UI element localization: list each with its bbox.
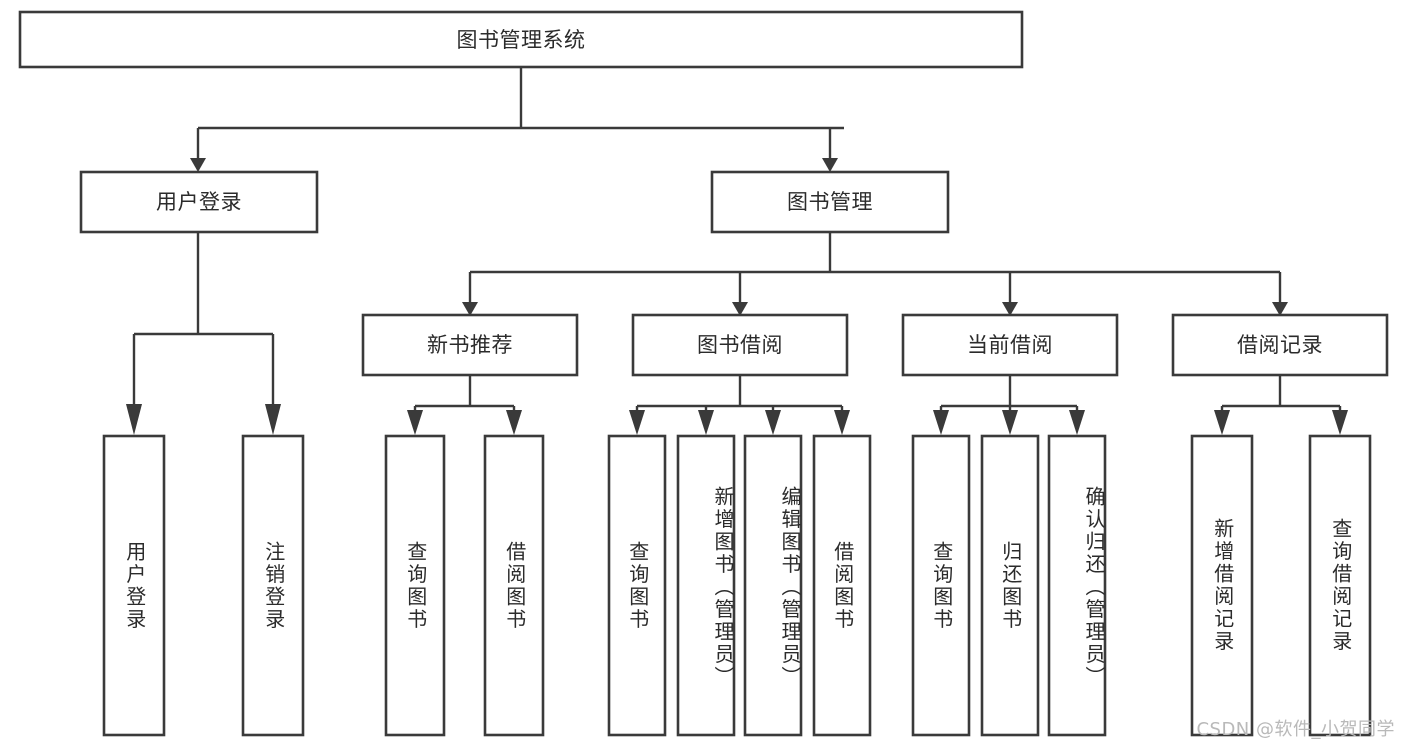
node-book-borrow-label: 图书借阅 <box>697 333 783 357</box>
leaf-box-query-book-2[interactable] <box>607 434 667 737</box>
node-new-book-recommend[interactable]: 新书推荐 <box>361 313 579 377</box>
connector-bookborrow-to-leaves <box>629 375 850 435</box>
node-user-login[interactable]: 用户登录 <box>79 170 319 234</box>
node-current-borrow-label: 当前借阅 <box>967 333 1053 357</box>
node-book-management-label: 图书管理 <box>787 190 873 214</box>
leaf-box-user-login[interactable] <box>102 434 166 737</box>
leaf-box-borrow-book-2[interactable] <box>812 434 872 737</box>
connector-userlogin-to-leaves <box>126 232 281 435</box>
leaf-box-query-book-3[interactable] <box>911 434 971 737</box>
node-book-management[interactable]: 图书管理 <box>710 170 950 234</box>
leaf-box-return-book[interactable] <box>980 434 1040 737</box>
leaf-box-edit-book[interactable] <box>743 434 803 737</box>
connector-borrowrecord-to-leaves <box>1214 375 1348 435</box>
connector-root-to-level2 <box>190 67 844 172</box>
node-root-label: 图书管理系统 <box>457 28 586 52</box>
node-book-borrow[interactable]: 图书借阅 <box>631 313 849 377</box>
node-new-book-recommend-label: 新书推荐 <box>427 333 513 357</box>
node-borrow-record-label: 借阅记录 <box>1237 333 1323 357</box>
leaf-box-query-record[interactable] <box>1308 434 1372 737</box>
leaf-box-add-record[interactable] <box>1190 434 1254 737</box>
leaf-box-confirm-return[interactable] <box>1047 434 1107 737</box>
leaf-box-logout-login[interactable] <box>241 434 305 737</box>
node-root[interactable]: 图书管理系统 <box>18 10 1024 69</box>
node-user-login-label: 用户登录 <box>156 190 242 214</box>
leaf-box-add-book[interactable] <box>676 434 736 737</box>
connector-newbook-to-leaves <box>407 375 522 435</box>
watermark: CSDN @软件_小贺同学 <box>1196 719 1395 740</box>
node-current-borrow[interactable]: 当前借阅 <box>901 313 1119 377</box>
connector-currentborrow-to-leaves <box>933 375 1085 435</box>
leaf-box-borrow-book-1[interactable] <box>483 434 545 737</box>
node-borrow-record[interactable]: 借阅记录 <box>1171 313 1389 377</box>
connector-bookmgmt-to-level3 <box>462 232 1288 316</box>
leaf-box-query-book-1[interactable] <box>384 434 446 737</box>
